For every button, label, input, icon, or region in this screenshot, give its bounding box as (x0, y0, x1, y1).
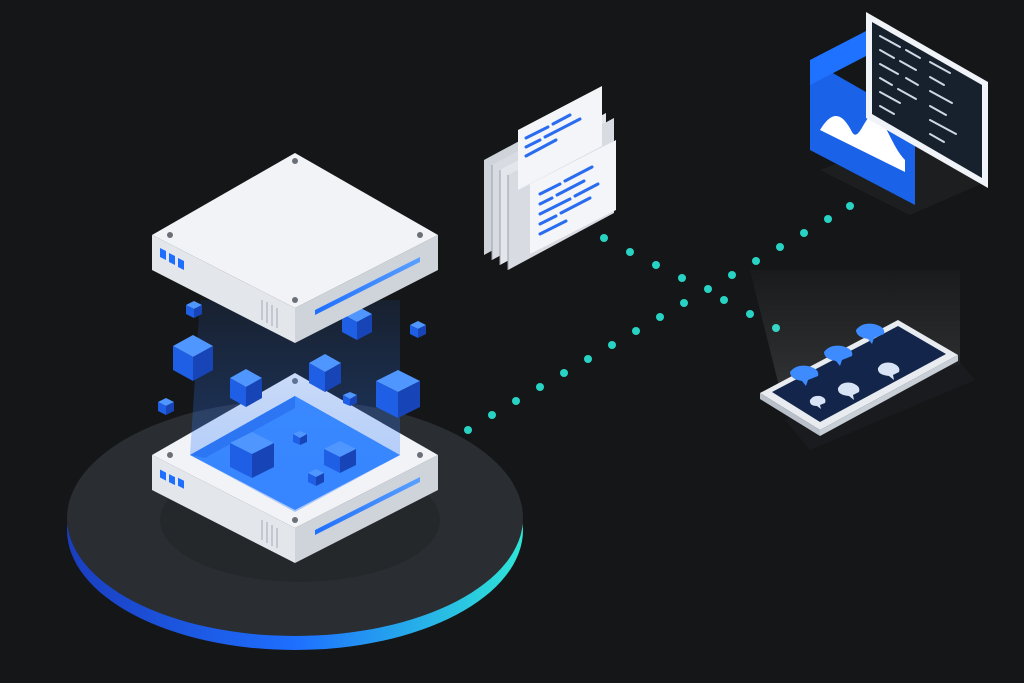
chat-bubble-icon (824, 345, 853, 366)
indicator-light-icon (160, 469, 166, 481)
data-cubes (158, 301, 426, 486)
document-stack-icon (484, 86, 616, 270)
data-cube-icon (342, 306, 372, 340)
upper-server (152, 153, 438, 343)
chat-bubble-icon (790, 365, 819, 386)
chat-bubble-icon (837, 382, 860, 400)
connection-dots-icon (464, 202, 854, 434)
chat-bubble-icon (809, 395, 826, 409)
monitor-chart-icon (810, 12, 990, 215)
indicator-light-icon (160, 248, 166, 260)
document-page (518, 86, 602, 190)
data-cube-icon (173, 335, 213, 381)
document-page (530, 140, 616, 254)
chat-bubble-icon (877, 362, 900, 380)
data-cube-icon (324, 441, 356, 473)
chart-wave (820, 113, 905, 172)
data-cube-icon (230, 369, 262, 407)
data-cube-icon (230, 432, 274, 478)
data-cube-icon (376, 370, 420, 418)
data-cube-icon (309, 354, 341, 392)
mobile-device-icon (760, 320, 975, 450)
chat-bubble-icon (856, 323, 885, 344)
